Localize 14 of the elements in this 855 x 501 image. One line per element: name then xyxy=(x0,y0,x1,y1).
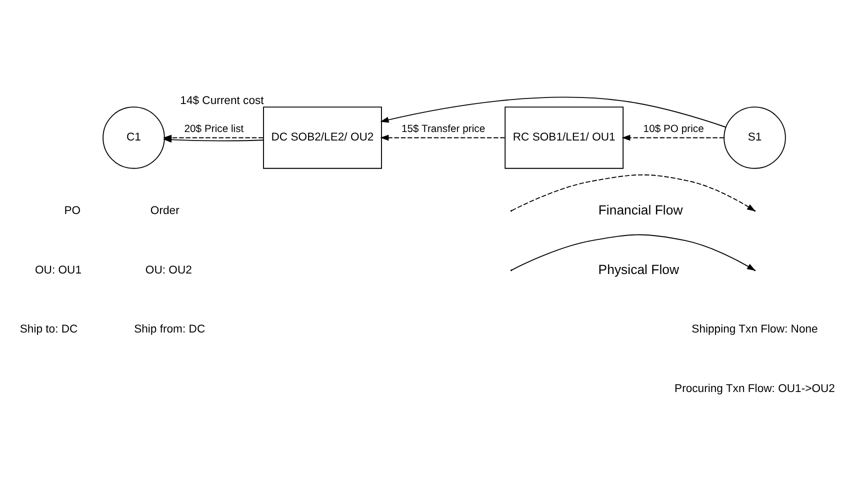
label: Ship from: DC xyxy=(134,324,206,336)
edge-label: 15$ Transfer price xyxy=(401,124,486,135)
label: OU: OU2 xyxy=(145,264,192,276)
edge-label: 20$ Price list xyxy=(184,124,244,135)
label: OU: OU1 xyxy=(34,264,82,276)
label: Shipping Txn Flow: None xyxy=(692,324,818,336)
label: PO xyxy=(64,204,81,217)
legend-label: Physical Flow xyxy=(598,262,680,277)
label: Order xyxy=(150,204,180,217)
legend-label: Financial Flow xyxy=(598,202,683,218)
label: Ship to: DC xyxy=(20,324,78,336)
edge-label: 10$ PO price xyxy=(643,124,704,135)
node-label: 14$ Current cost xyxy=(180,94,264,107)
label: Procuring Txn Flow: OU1->OU2 xyxy=(674,383,835,396)
